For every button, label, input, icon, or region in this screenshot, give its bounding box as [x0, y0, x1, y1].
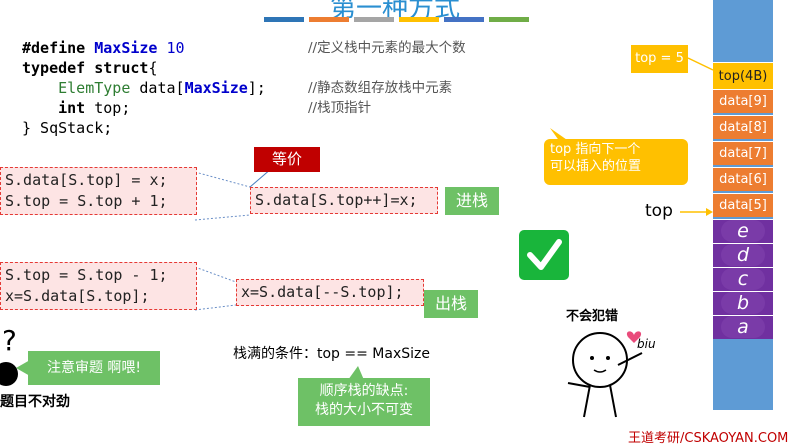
stack-element-b: b	[721, 292, 765, 314]
code-line-define: #define MaxSize 10 //定义栈中元素的最大个数	[22, 38, 466, 58]
stack-cell-a: a	[713, 315, 773, 339]
top-hint-callout: top 指向下一个 可以插入的位置	[544, 139, 688, 185]
push-long-line2: S.top = S.top + 1;	[5, 192, 168, 210]
push-short-code: S.data[S.top++]=x;	[250, 187, 438, 214]
code-token: #define	[22, 39, 95, 57]
pop-short-code: x=S.data[--S.top];	[236, 279, 424, 306]
attention-callout: 注意审题 啊喂!	[28, 351, 160, 385]
stack-cell-data9: data[9]	[713, 89, 773, 113]
checkmark-icon-svg	[527, 239, 562, 270]
top-value-box: top = 5	[631, 45, 688, 73]
pop-long-line2: x=S.data[S.top];	[5, 287, 150, 305]
code-token: typedef struct	[22, 59, 149, 77]
stack-cell-data6: data[6]	[713, 167, 773, 191]
stack-cell-d: d	[713, 243, 773, 267]
drawback-callout-tail	[348, 366, 364, 380]
code-token: MaxSize	[94, 39, 158, 57]
code-token: ElemType	[58, 79, 131, 97]
code-comment: //静态数组存放栈中元素	[308, 80, 453, 96]
struct-code-block: #define MaxSize 10 //定义栈中元素的最大个数 typedef …	[22, 38, 466, 138]
stack-cell-b: b	[713, 291, 773, 315]
push-long-code: S.data[S.top] = x; S.top = S.top + 1;	[0, 167, 197, 215]
stack-full-condition: 栈满的条件：top == MaxSize	[233, 346, 430, 362]
pop-long-code: S.top = S.top - 1; x=S.data[S.top];	[0, 262, 197, 310]
wrong-topic-caption: 题目不对劲	[0, 394, 70, 410]
stack-element-d: d	[721, 244, 765, 266]
code-token: } SqStack;	[22, 119, 113, 137]
code-line-top: int top; //栈顶指针	[22, 98, 371, 118]
code-comment: //栈顶指针	[308, 100, 372, 116]
code-comment: //定义栈中元素的最大个数	[308, 40, 466, 56]
no-mistake-caption: 不会犯错	[566, 309, 619, 324]
title-bar-segment	[489, 17, 529, 22]
svg-text:?: ?	[2, 326, 17, 357]
title-bar-segment	[354, 17, 394, 22]
push-short-text: S.data[S.top++]=x;	[255, 191, 418, 209]
code-line-data: ElemType data[MaxSize]; //静态数组存放栈中元素	[22, 78, 452, 98]
checkmark-icon	[519, 230, 569, 280]
connector-lines	[194, 57, 714, 311]
code-line-close: } SqStack;	[22, 118, 266, 138]
confused-figure-icon: ?	[0, 326, 18, 386]
drawback-callout: 顺序栈的缺点: 栈的大小不可变	[298, 378, 430, 426]
push-label: 进栈	[445, 187, 499, 215]
meme-figure-icon	[567, 331, 643, 418]
title-bar-segment	[309, 17, 349, 22]
attention-callout-tail	[16, 360, 30, 376]
code-token: data[	[130, 79, 185, 97]
title-bar-segment	[264, 17, 304, 22]
stack-cell-data7: data[7]	[713, 141, 773, 165]
pop-label: 出栈	[424, 290, 478, 318]
code-token: MaxSize	[184, 79, 248, 97]
stack-cell-c: c	[713, 267, 773, 291]
stack-element-e: e	[721, 220, 765, 242]
code-line-typedef: typedef struct{	[22, 58, 266, 78]
stack-cell-data5: data[5]	[713, 193, 773, 217]
biu-text: biu	[637, 337, 656, 351]
stack-element-a: a	[721, 316, 765, 338]
code-token: {	[148, 59, 158, 77]
top-pointer-label: top	[645, 201, 673, 221]
code-token: int	[58, 99, 86, 117]
hint-callout-tail	[550, 128, 570, 142]
stack-cell-e: e	[713, 219, 773, 243]
code-token: 10	[157, 39, 185, 57]
push-long-line1: S.data[S.top] = x;	[5, 171, 168, 189]
stack-cell-top: top(4B)	[713, 62, 773, 89]
code-token: ];	[247, 79, 266, 97]
stack-cell-data8: data[8]	[713, 115, 773, 139]
pop-long-line1: S.top = S.top - 1;	[5, 266, 168, 284]
title-bar-segment	[399, 17, 439, 22]
pop-short-text: x=S.data[--S.top];	[241, 283, 404, 301]
title-bar-segment	[444, 17, 484, 22]
stack-element-c: c	[721, 268, 765, 290]
equivalent-tag: 等价	[254, 147, 320, 172]
code-token: top;	[85, 99, 131, 117]
